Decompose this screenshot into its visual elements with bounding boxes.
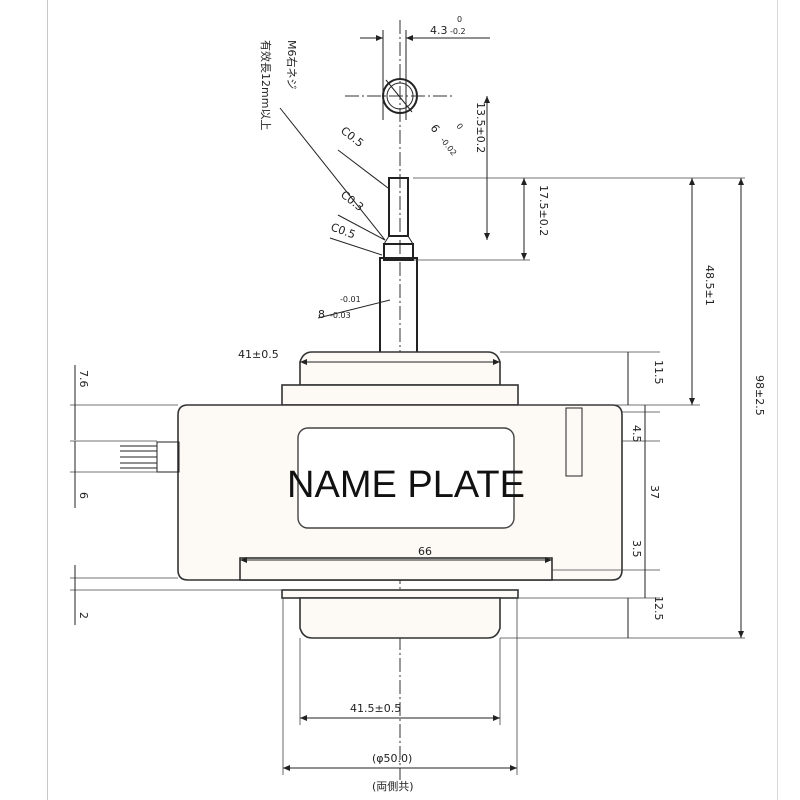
dim-lead-7-6: 7.6 bbox=[77, 370, 90, 388]
dim-thread-length: 13.5±0.2 bbox=[474, 102, 487, 153]
dim-dia8: 8 bbox=[318, 308, 325, 321]
dim-lead-6: 6 bbox=[77, 492, 90, 499]
name-plate-text: NAME PLATE bbox=[287, 464, 525, 506]
chamfer-label-2: C0.3 bbox=[338, 188, 366, 214]
dim-shaft-width: 4.3 bbox=[430, 24, 448, 37]
dim-dia6-tol-bot: -0.02 bbox=[438, 136, 458, 158]
chamfer-label-1: C0.5 bbox=[338, 124, 366, 150]
left-border-line bbox=[47, 0, 48, 800]
dim-shaft-width-tol-top: 0 bbox=[457, 15, 462, 24]
chamfer-label-3: C0.5 bbox=[329, 221, 357, 242]
dim-bottom-3-5: 3.5 bbox=[630, 540, 643, 558]
dim-overall-98: 98±2.5 bbox=[753, 375, 766, 416]
note-both-sides: (両側共) bbox=[372, 780, 414, 793]
dim-dia6: 6 bbox=[428, 122, 443, 136]
dim-top-4-5: 4.5 bbox=[630, 425, 643, 443]
dim-dia6-tol-top: 0 bbox=[454, 122, 464, 132]
dim-shaft-width-tol-bot: -0.2 bbox=[450, 27, 466, 36]
right-border-line bbox=[777, 0, 778, 800]
shaft bbox=[379, 177, 418, 354]
note-effective-length: 有效長12mm以上 bbox=[259, 40, 273, 130]
shaft-end-view bbox=[345, 30, 455, 120]
horizontal-dimensions bbox=[240, 35, 552, 771]
name-plate: NAME PLATE bbox=[287, 427, 525, 529]
dim-flange-2: 2 bbox=[77, 612, 90, 619]
right-dimensions bbox=[484, 96, 744, 638]
dim-boss-height: 11.5 bbox=[652, 360, 665, 385]
leader-lines bbox=[279, 107, 391, 319]
note-screw-thread: M6右ネジ bbox=[285, 40, 299, 90]
dim-bottom-12-5: 12.5 bbox=[652, 596, 665, 621]
dim-overall-48-5: 48.5±1 bbox=[703, 265, 716, 306]
dim-body-37: 37 bbox=[648, 485, 661, 499]
dim-shaft-17-5: 17.5±0.2 bbox=[537, 185, 550, 236]
dim-bottom-diameter: 41.5±0.5 bbox=[350, 702, 401, 715]
dim-flange-diameter: (φ50.0) bbox=[372, 752, 412, 765]
dim-dia8-tol-bot: -0.03 bbox=[330, 311, 351, 320]
dim-boss-diameter: 41±0.5 bbox=[238, 348, 279, 361]
top-boss bbox=[281, 351, 519, 406]
dim-body-diameter: 66 bbox=[418, 545, 432, 558]
dim-dia8-tol-top: -0.01 bbox=[340, 295, 361, 304]
